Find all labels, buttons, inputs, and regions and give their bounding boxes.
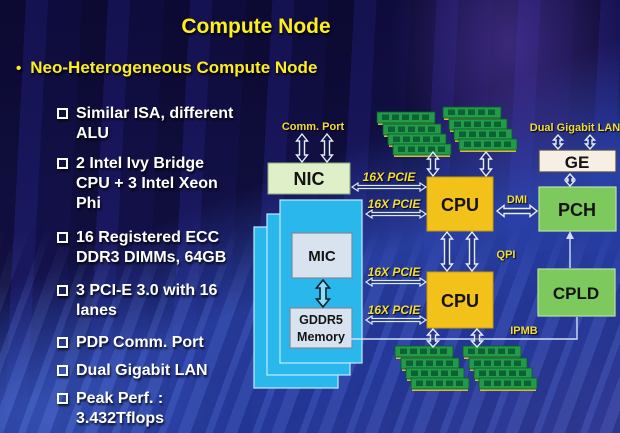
bullet-text: 16 Registered ECC DDR3 DIMMs, 64GB (76, 229, 227, 266)
square-bullet-icon (57, 158, 68, 169)
bullet-text: PDP Comm. Port (76, 334, 204, 351)
dmi-label: DMI (507, 194, 527, 206)
square-bullet-icon (57, 365, 68, 376)
subtitle-bullet: • Neo-Heterogeneous Compute Node (16, 58, 317, 78)
bullet-text: Similar ISA, different ALU (76, 105, 234, 142)
mic-box (291, 232, 353, 279)
cpu2-box (426, 271, 494, 329)
comm-port-arrow-left (295, 132, 309, 164)
pcie-label-3: 16X PCIE (368, 265, 422, 279)
gddr5-label-line2: Memory (297, 330, 345, 344)
cpld-label: CPLD (553, 284, 599, 303)
dual-gigabit-lan-label: Dual Gigabit LAN (530, 122, 620, 134)
cpu2-label: CPU (441, 291, 479, 311)
dimm-stack-bottom-right (462, 345, 538, 391)
square-bullet-icon (57, 337, 68, 348)
qpi-label: QPI (497, 249, 516, 261)
cpu2-dimm-arrow-right (469, 327, 485, 349)
square-bullet-icon (57, 285, 68, 296)
dimm-stack-top-left (376, 111, 452, 157)
pch-box (538, 186, 617, 232)
pch-label: PCH (558, 200, 596, 220)
nic-box (267, 162, 351, 195)
pcie-label-2: 16X PCIE (368, 197, 422, 211)
subtitle-text: Neo-Heterogeneous Compute Node (30, 58, 318, 77)
mic-gddr5-arrow (314, 278, 332, 309)
qpi-arrow-right (465, 230, 479, 273)
bullet-item-perf: Peak Perf. : 3.432Tflops (57, 389, 267, 429)
cpu1-box (426, 176, 494, 232)
cpu1-label: CPU (441, 195, 479, 215)
page-title: Compute Node (181, 15, 331, 38)
bullet-item-pdp: PDP Comm. Port (57, 333, 267, 353)
pcie-label-4: 16X PCIE (368, 303, 422, 317)
pcie-arrow-mic-cpu1 (364, 208, 428, 220)
bullet-item-lan: Dual Gigabit LAN (57, 361, 267, 381)
pcie-label-1: 16X PCIE (363, 170, 417, 184)
pcie-arrow-mic-cpu2-upper (364, 276, 428, 288)
ge-label: GE (565, 153, 590, 172)
bullet-item-memory: 16 Registered ECC DDR3 DIMMs, 64GB (57, 228, 267, 268)
ipmb-label: IPMB (510, 325, 538, 337)
bullet-dot-icon: • (16, 60, 22, 77)
dimm-cpu1-arrow-left (426, 150, 440, 178)
pch-cpld-link (566, 231, 574, 268)
bullet-text: Dual Gigabit LAN (76, 362, 208, 379)
square-bullet-icon (57, 232, 68, 243)
bullet-text: 2 Intel Ivy Bridge CPU + 3 Intel Xeon Ph… (76, 155, 218, 212)
dmi-arrow (495, 204, 539, 218)
lan-ge-arrow-left (551, 133, 565, 151)
cpld-box (537, 268, 616, 317)
lan-ge-arrow-right (583, 133, 597, 151)
bullet-text: 3 PCI-E 3.0 with 16 lanes (76, 282, 218, 319)
dimm-cpu1-arrow-right (479, 150, 493, 178)
ge-pch-arrow (563, 172, 577, 188)
cpu2-dimm-arrow-left (425, 327, 441, 349)
dimm-stack-bottom-left (394, 345, 470, 391)
bullet-item-cpus: 2 Intel Ivy Bridge CPU + 3 Intel Xeon Ph… (57, 154, 267, 214)
bullet-item-isa: Similar ISA, different ALU (57, 104, 267, 144)
pcie-arrow-mic-cpu2-lower (364, 314, 428, 326)
pcie-arrow-nic-cpu1 (350, 181, 428, 193)
nic-label: NIC (294, 169, 325, 189)
gddr5-label-line1: GDDR5 (299, 313, 343, 327)
gddr5-memory-box (289, 307, 353, 349)
ge-box (538, 149, 617, 173)
bullet-text: Peak Perf. : 3.432Tflops (76, 390, 165, 427)
bullet-item-pcie: 3 PCI-E 3.0 with 16 lanes (57, 281, 267, 321)
square-bullet-icon (57, 393, 68, 404)
ipmb-link (337, 317, 578, 343)
square-bullet-icon (57, 108, 68, 119)
comm-port-arrow-right (320, 132, 334, 164)
dimm-stack-top-right (442, 106, 518, 152)
comm-port-label: Comm. Port (282, 121, 345, 133)
qpi-arrow-left (440, 230, 454, 273)
mic-label: MIC (308, 248, 336, 265)
